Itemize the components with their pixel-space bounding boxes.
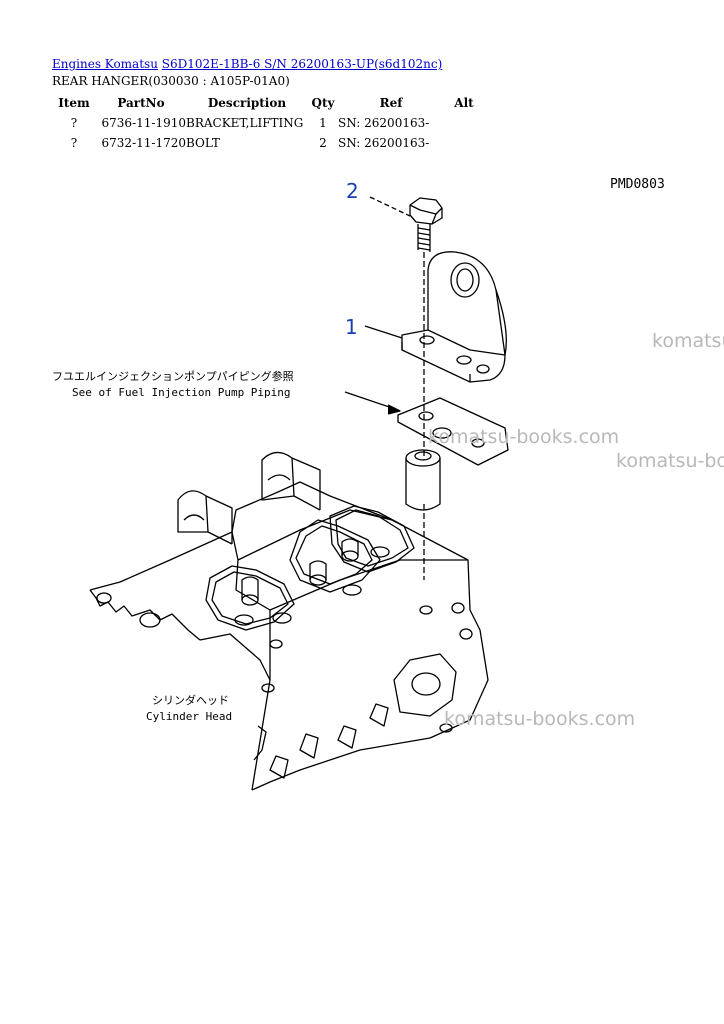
parts-table: Item PartNo Description Qty Ref Alt ? 67…	[52, 93, 484, 153]
watermark: komatsu-books.com	[652, 330, 724, 352]
leader-line-2	[369, 196, 411, 217]
row-alt	[444, 113, 484, 133]
row-alt	[444, 133, 484, 153]
table-header-row: Item PartNo Description Qty Ref Alt	[52, 93, 484, 113]
table-row: ? 6736-11-1910 BRACKET,LIFTING 1 SN: 262…	[52, 113, 484, 133]
cylinder-head-label-english: Cylinder Head	[146, 710, 232, 723]
cylinder-head-label-japanese: シリンダヘッド	[152, 693, 229, 707]
lifting-bracket-part	[401, 251, 507, 383]
breadcrumb-link-engines[interactable]: Engines Komatsu	[52, 57, 158, 71]
row-qty: 1	[319, 116, 327, 130]
callout-2: 2	[346, 179, 359, 203]
header-partno: PartNo	[117, 96, 165, 110]
breadcrumb: Engines Komatsu S6D102E-1BB-6 S/N 262001…	[52, 57, 442, 71]
drawing-code: PMD0803	[610, 177, 665, 192]
parts-diagram: PMD0803 2 1 フユエルインジェクションポンプパイピング参照 See o…	[52, 177, 724, 791]
row-ref: SN: 26200163-	[338, 116, 430, 130]
spacer-collar-part	[405, 449, 441, 511]
row-partno: 6736-11-1910	[101, 116, 186, 130]
breadcrumb-link-model[interactable]: S6D102E-1BB-6 S/N 26200163-UP(s6d102nc)	[161, 57, 443, 71]
watermark: komatsu-books.com	[444, 708, 635, 730]
bolt-part	[409, 197, 443, 252]
row-description: BOLT	[186, 136, 220, 150]
watermark: komatsu-books.com	[428, 426, 619, 448]
callout-1: 1	[345, 315, 358, 339]
note-english: See of Fuel Injection Pump Piping	[72, 386, 291, 399]
gasket-plate-part	[397, 397, 509, 466]
row-item: ?	[70, 136, 78, 150]
row-description: BRACKET,LIFTING	[186, 116, 304, 130]
table-row: ? 6732-11-1720 BOLT 2 SN: 26200163-	[52, 133, 484, 153]
header-qty: Qty	[311, 96, 335, 110]
header-description: Description	[207, 96, 287, 110]
header-alt: Alt	[454, 96, 474, 110]
row-ref: SN: 26200163-	[338, 136, 430, 150]
row-partno: 6732-11-1720	[101, 136, 186, 150]
header-item: Item	[58, 96, 90, 110]
row-item: ?	[70, 116, 78, 130]
note-japanese: フユエルインジェクションポンプパイピング参照	[52, 369, 294, 383]
cylinder-head-part	[89, 451, 489, 791]
page-title: REAR HANGER(030030 : A105P-01A0)	[52, 74, 290, 88]
leader-line-1	[364, 325, 403, 339]
row-qty: 2	[319, 136, 327, 150]
header-ref: Ref	[379, 96, 403, 110]
watermark: komatsu-books.com	[616, 450, 724, 472]
